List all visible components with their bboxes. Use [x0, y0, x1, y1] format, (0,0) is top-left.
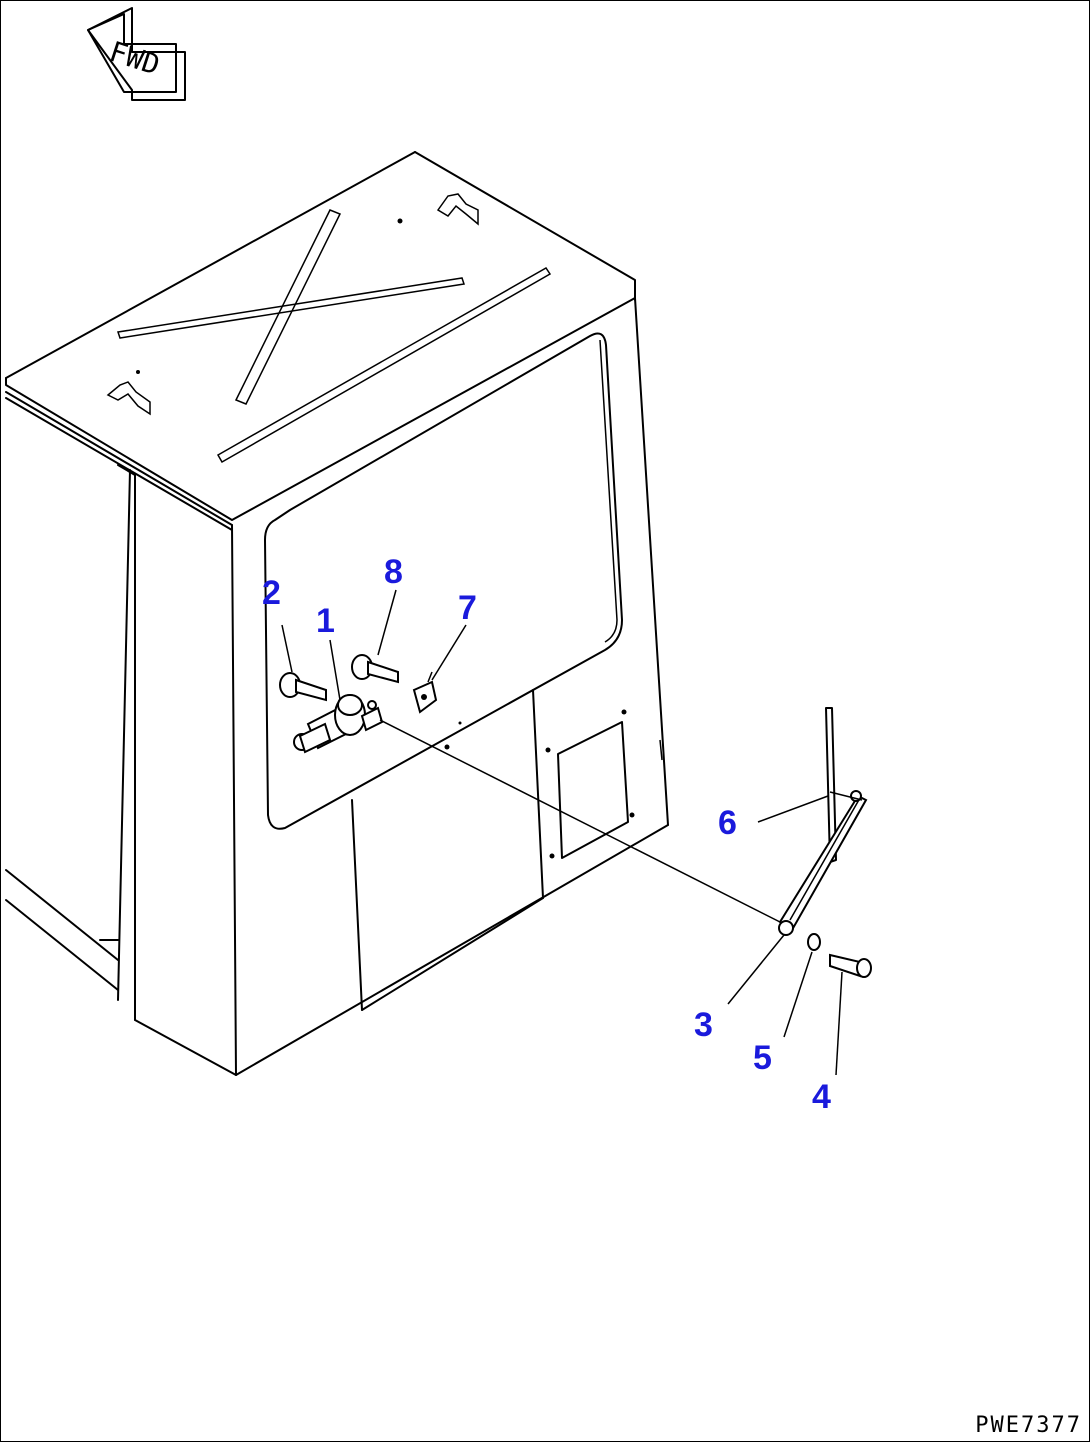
fwd-arrow-icon: FWD — [87, 7, 186, 101]
callout-2: 2 — [262, 574, 281, 612]
callout-1: 1 — [316, 602, 335, 640]
cab-left-side — [5, 391, 237, 1076]
callout-5: 5 — [753, 1039, 772, 1077]
callout-4: 4 — [812, 1078, 831, 1116]
leader-lines — [281, 589, 843, 1076]
callout-3: 3 — [694, 1006, 713, 1044]
callout-7: 7 — [458, 589, 477, 627]
wiper-arm-blade — [778, 707, 872, 978]
wiper-motor-assembly — [279, 654, 438, 754]
assembly-guide-line — [379, 719, 781, 923]
callout-6: 6 — [718, 804, 737, 842]
cab-roof — [5, 151, 636, 521]
cab-rear-face — [235, 297, 669, 1076]
callout-8: 8 — [384, 553, 403, 591]
drawing-code: PWE7377 — [975, 1413, 1082, 1438]
